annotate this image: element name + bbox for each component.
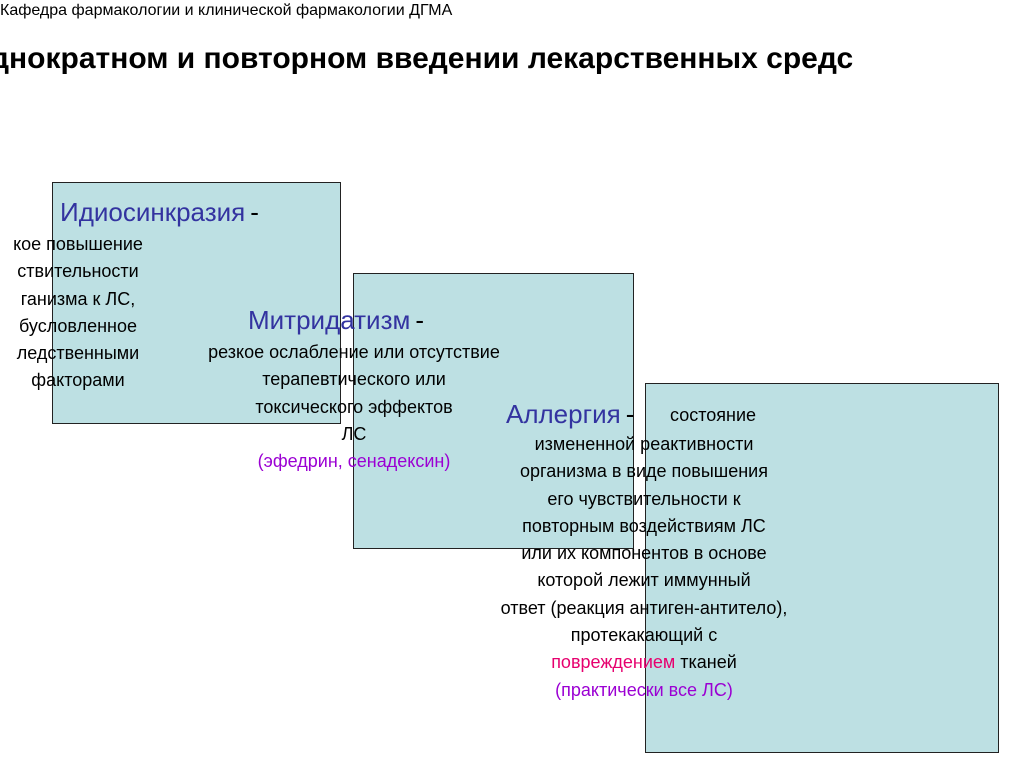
definition-line: кое повышение	[13, 234, 143, 254]
definition-line: организма в виде повышения	[520, 461, 768, 482]
definition-line: факторами	[31, 370, 125, 391]
mithridatism-example: (эфедрин, сенадексин)	[257, 451, 451, 472]
definition-line: протекакающий с	[570, 625, 718, 646]
definition-line: повреждением тканей	[444, 649, 844, 676]
card-mithridatism	[353, 273, 634, 549]
definition-line: терапевтического или	[262, 369, 446, 390]
definition-line: повторным воздействиям ЛС	[522, 515, 766, 536]
definition-line: которой лежит иммунный	[537, 570, 751, 591]
allergy-heading: Аллергия -	[506, 396, 634, 435]
idiosyncrasy-heading: Идиосинкразия -	[60, 194, 259, 233]
card-allergy	[645, 383, 999, 753]
definition-line: ЛС	[341, 423, 367, 444]
definition-line: бусловленное	[19, 315, 137, 336]
idiosyncrasy-dash: -	[250, 197, 259, 227]
allergy-first-line: состояние	[670, 405, 757, 425]
idiosyncrasy-term: Идиосинкразия	[60, 197, 246, 227]
card-idiosyncrasy	[52, 182, 341, 424]
definition-line: резкое ослабление или отсутствие	[208, 342, 500, 362]
allergy-highlight: повреждением	[551, 652, 676, 673]
definition-line: ствительности	[17, 261, 139, 282]
allergy-after-highlight: тканей	[675, 652, 737, 673]
mithridatism-dash: -	[415, 305, 425, 335]
definition-line: измененной реактивности	[534, 434, 754, 454]
allergy-dash: -	[625, 399, 635, 429]
definition-line: или их компонентов в основе	[521, 543, 767, 564]
mithridatism-term: Митридатизм	[248, 305, 411, 335]
definition-line: ганизма к ЛС,	[20, 288, 136, 309]
definition-line: ответ (реакция антиген-антитело),	[500, 597, 788, 618]
allergy-term: Аллергия	[506, 399, 621, 429]
department-label: Кафедра фармакологии и клинической фарма…	[0, 2, 453, 19]
definition-line: ледственными	[16, 343, 140, 364]
mithridatism-definition: резкое ослабление или отсутствие терапев…	[154, 339, 554, 475]
allergy-definition: измененной реактивности организма в виде…	[444, 431, 844, 704]
definition-line: токсического эффектов	[255, 396, 453, 417]
definition-line: его чувствительности к	[547, 488, 741, 509]
slide-title: днократном и повторном введении лекарств…	[0, 42, 854, 75]
idiosyncrasy-definition: кое повышение ствительности ганизма к ЛС…	[0, 231, 178, 395]
allergy-example: (практически все ЛС)	[555, 679, 733, 700]
mithridatism-heading: Митридатизм -	[248, 302, 424, 341]
